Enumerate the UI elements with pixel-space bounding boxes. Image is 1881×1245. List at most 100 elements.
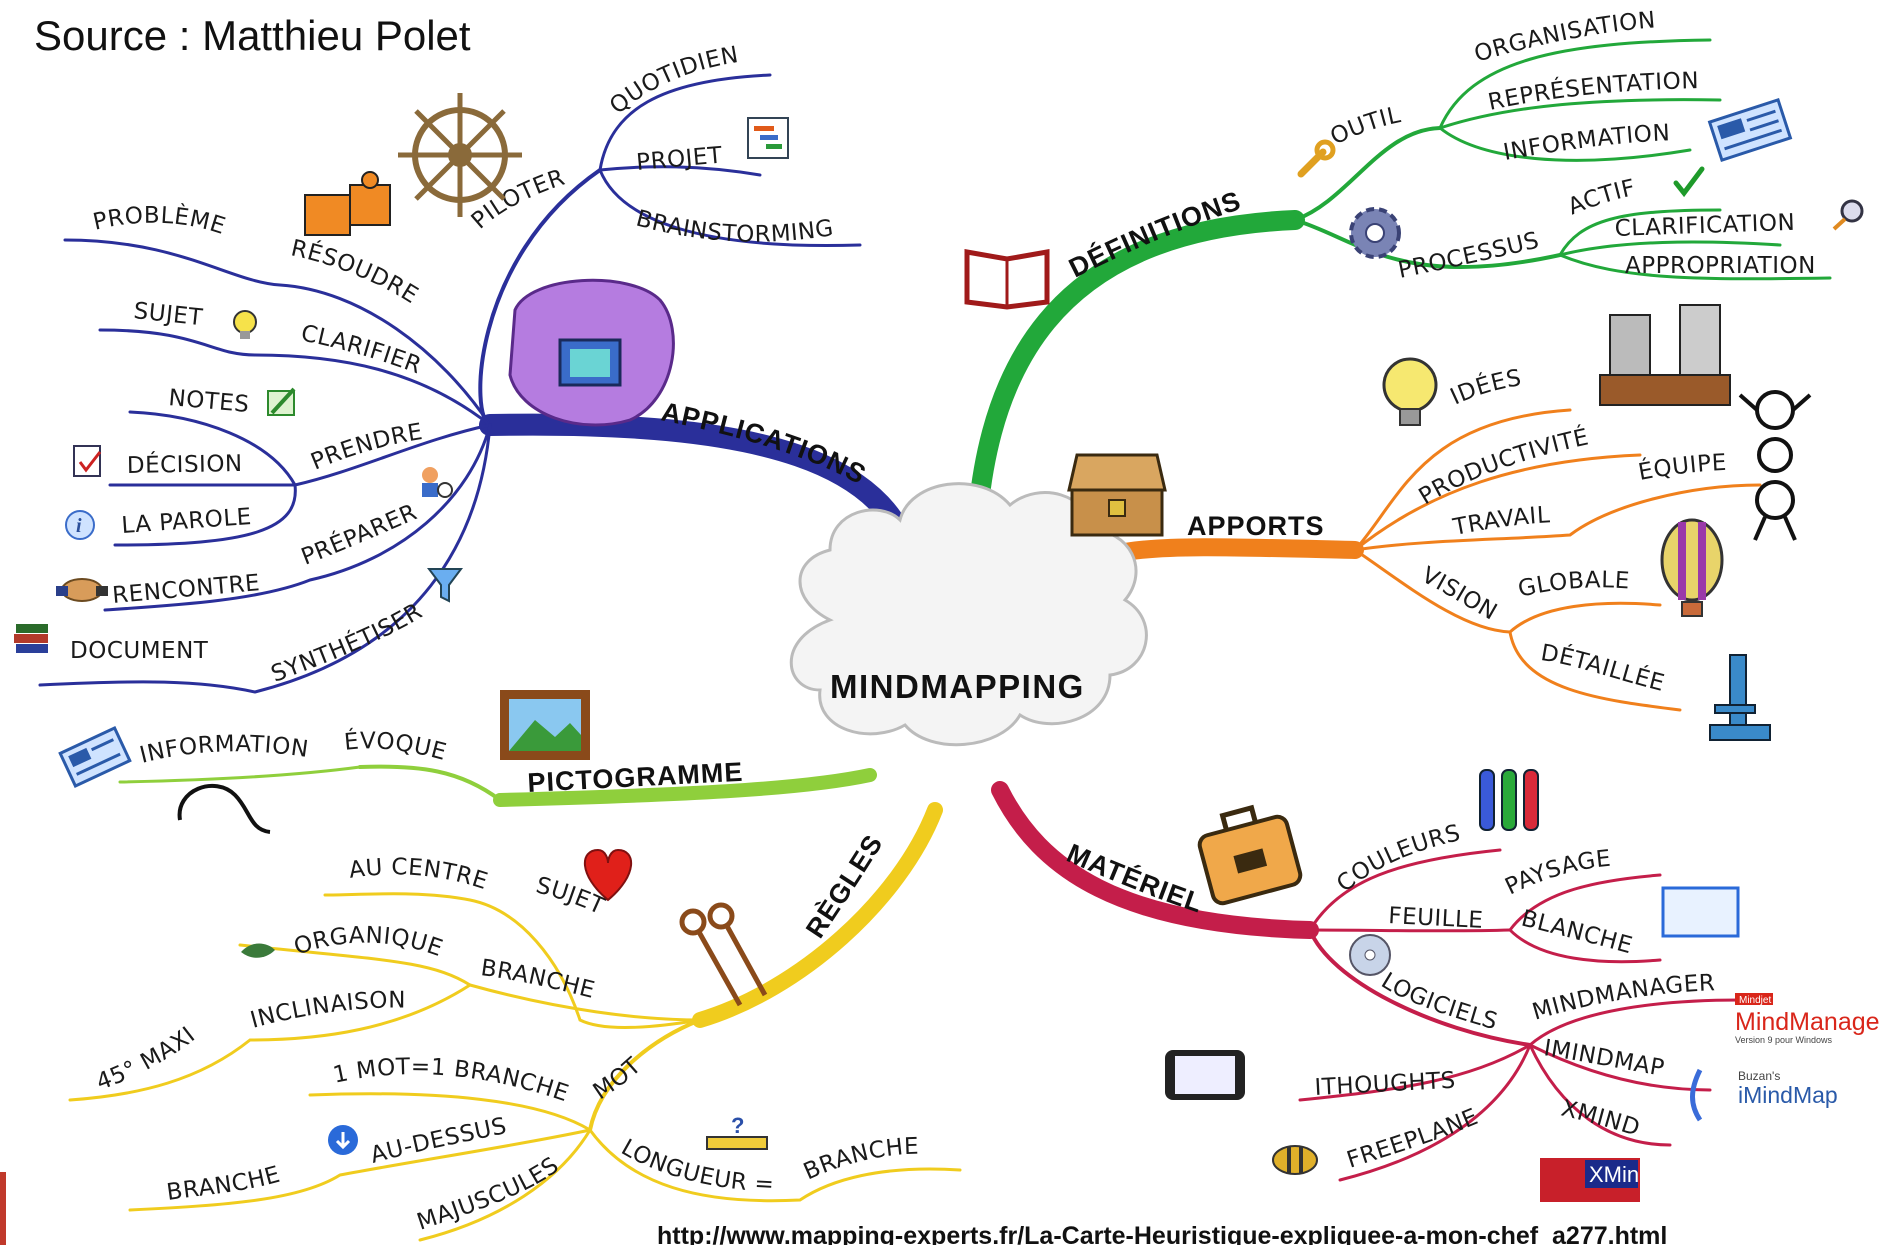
mindmanager-logo[interactable]: Mindjet MindManager Version 9 pour Windo… bbox=[1735, 993, 1881, 1045]
label-globale: GLOBALE bbox=[1516, 567, 1631, 602]
svg-text:i: i bbox=[76, 515, 82, 537]
blank-sheet-icon bbox=[1661, 886, 1740, 938]
label-mindmanager: MINDMANAGER bbox=[1529, 970, 1716, 1025]
label-prendre: PRENDRE bbox=[307, 419, 424, 476]
label-organisation: ORGANISATION bbox=[1471, 7, 1656, 67]
label-notes: NOTES bbox=[167, 385, 250, 418]
imindmap-logo[interactable]: Buzan's iMindMap bbox=[1690, 1068, 1838, 1122]
label-document: DOCUMENT bbox=[70, 638, 209, 664]
label-representation: REPRÉSENTATION bbox=[1486, 68, 1699, 116]
branch-materiel bbox=[991, 781, 1742, 1182]
magnifier-icon bbox=[1832, 199, 1864, 231]
label-sujet-app: SUJET bbox=[132, 298, 204, 331]
label-appropriation: APPROPRIATION bbox=[1625, 253, 1816, 279]
label-equipe: ÉQUIPE bbox=[1636, 450, 1728, 486]
label-brainstorming: BRAINSTORMING bbox=[633, 206, 835, 248]
label-maxi: 45° MAXI bbox=[93, 1022, 200, 1096]
person-search-icon bbox=[422, 467, 453, 498]
funnel-icon bbox=[427, 568, 463, 603]
label-detaillee: DÉTAILLÉE bbox=[1539, 640, 1667, 697]
label-synthetiser: SYNTHÉTISER bbox=[268, 598, 427, 687]
label-preparer: PRÉPARER bbox=[298, 499, 421, 570]
newspaper-icon bbox=[1707, 97, 1793, 163]
label-xmind: XMIND bbox=[1559, 1096, 1644, 1142]
label-branche3: BRANCHE bbox=[800, 1134, 920, 1186]
label-actif: ACTIF bbox=[1564, 175, 1638, 221]
balloon-icon bbox=[1660, 518, 1724, 617]
book-icon bbox=[964, 249, 1050, 310]
lightbulb-icon bbox=[233, 310, 257, 339]
pencil-icon bbox=[267, 387, 296, 416]
label-idees: IDÉES bbox=[1447, 365, 1524, 410]
label-blanche: BLANCHE bbox=[1519, 906, 1636, 960]
label-resoudre: RÉSOUDRE bbox=[289, 235, 423, 309]
shield-icon bbox=[241, 943, 275, 958]
label-laparole: LA PAROLE bbox=[121, 504, 253, 539]
label-organique: ORGANIQUE bbox=[291, 922, 446, 962]
lightbulb-icon bbox=[1382, 357, 1438, 426]
mindmanager-logo-text: MindManager bbox=[1735, 1008, 1881, 1036]
robot-icon bbox=[1738, 390, 1812, 541]
heart-icon bbox=[584, 848, 632, 902]
label-unmot: 1 MOT=1 BRANCHE bbox=[331, 1054, 572, 1107]
imindmap-logo-text: iMindMap bbox=[1738, 1082, 1838, 1108]
gantt-icon bbox=[747, 117, 789, 159]
puzzle-icon bbox=[304, 171, 391, 236]
checkmark-icon bbox=[1673, 166, 1705, 198]
briefcase-icon bbox=[1197, 804, 1303, 906]
xmind-logo-text: XMind bbox=[1589, 1162, 1651, 1187]
ruler-icon: ? bbox=[706, 1113, 768, 1150]
handshake-icon bbox=[56, 578, 108, 602]
label-clarification: CLARIFICATION bbox=[1614, 210, 1795, 242]
gear-icon bbox=[1349, 207, 1401, 259]
wheel-icon bbox=[398, 93, 522, 217]
label-processus: PROCESSUS bbox=[1396, 228, 1542, 284]
label-projet: PROJET bbox=[635, 143, 724, 176]
info-icon: i bbox=[65, 510, 95, 540]
checklist-icon bbox=[73, 445, 102, 477]
label-probleme: PROBLÈME bbox=[91, 202, 229, 240]
label-freeplane: FREEPLANE bbox=[1344, 1104, 1482, 1174]
label-feuille: FEUILLE bbox=[1388, 903, 1484, 934]
imindmap-logo-small: Buzan's bbox=[1738, 1069, 1780, 1083]
source-credit: Source : Matthieu Polet bbox=[34, 12, 471, 59]
label-outil: OUTIL bbox=[1327, 102, 1404, 150]
label-information-picto: INFORMATION bbox=[137, 731, 310, 769]
treasure-chest-icon bbox=[1067, 453, 1167, 537]
branch-pictogramme bbox=[118, 764, 877, 807]
elephant-icon bbox=[177, 784, 271, 834]
microscope-icon bbox=[1709, 654, 1771, 741]
wrench-icon bbox=[1297, 139, 1336, 178]
label-audessus: AU-DESSUS bbox=[368, 1113, 510, 1169]
label-travail: TRAVAIL bbox=[1450, 502, 1551, 541]
podium-icon bbox=[1599, 304, 1731, 406]
books-icon bbox=[14, 624, 48, 653]
landscape-picture-icon bbox=[500, 690, 590, 760]
mindmanager-logo-sub: Version 9 pour Windows bbox=[1735, 1035, 1833, 1045]
label-paysage: PAYSAGE bbox=[1501, 846, 1612, 901]
branch-apports bbox=[1051, 408, 1762, 712]
label-evoque: ÉVOQUE bbox=[343, 727, 449, 766]
xmind-logo[interactable]: XMind bbox=[1540, 1158, 1651, 1202]
folder-drawing-icon bbox=[508, 278, 675, 427]
central-label: MINDMAPPING bbox=[830, 668, 1085, 705]
label-branche: BRANCHE bbox=[479, 955, 597, 1004]
mindjet-tag: Mindjet bbox=[1739, 995, 1771, 1006]
label-mot: MOT bbox=[589, 1052, 647, 1105]
download-icon bbox=[328, 1125, 358, 1155]
newspaper-icon bbox=[58, 726, 132, 788]
label-majuscules: MAJUSCULES bbox=[414, 1152, 564, 1235]
label-ithoughts: ITHOUGHTS bbox=[1314, 1068, 1457, 1101]
label-apports: APPORTS bbox=[1187, 511, 1325, 541]
cd-icon bbox=[1349, 934, 1391, 976]
phone-icon bbox=[1165, 1050, 1245, 1100]
source-url[interactable]: http://www.mapping-experts.fr/La-Carte-H… bbox=[657, 1222, 1667, 1245]
central-cloud[interactable]: MINDMAPPING bbox=[789, 482, 1148, 747]
keys-icon bbox=[679, 902, 768, 1007]
label-decision: DÉCISION bbox=[127, 449, 243, 479]
label-inclinaison: INCLINAISON bbox=[248, 987, 406, 1033]
edge-marker bbox=[0, 1172, 6, 1245]
label-clarifier: CLARIFIER bbox=[299, 320, 425, 379]
svg-text:?: ? bbox=[731, 1113, 744, 1138]
